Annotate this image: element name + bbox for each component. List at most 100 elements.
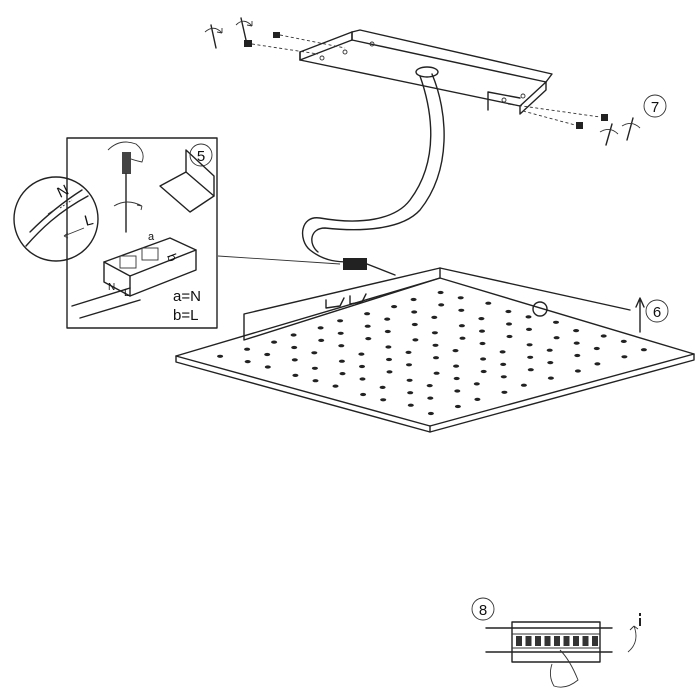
breaker-switch	[573, 636, 579, 646]
panel-hole	[640, 348, 647, 352]
breaker-switch	[516, 636, 522, 646]
panel-hole	[407, 403, 414, 407]
panel-hole	[291, 345, 298, 350]
panel-hole	[526, 327, 532, 331]
panel-hole	[499, 350, 506, 354]
panel-hole	[505, 309, 512, 314]
panel-hole	[479, 329, 485, 333]
breaker-switch	[554, 636, 560, 646]
panel-hole	[547, 376, 554, 380]
panel-hole	[384, 329, 391, 334]
panel-hole	[459, 336, 466, 340]
wiring-detail-box: 5 a b N L a=N b=L	[66, 137, 218, 329]
panel-hole	[478, 317, 485, 321]
panel-hole	[426, 384, 433, 388]
panel-hole	[271, 340, 278, 344]
panel-hole	[386, 370, 393, 374]
step-6-number: 6	[653, 304, 661, 321]
panel-hole	[332, 384, 339, 388]
panel-hole	[244, 360, 251, 364]
panel-hole	[337, 319, 344, 323]
panel-hole	[473, 382, 480, 386]
step-6-marker: 6	[635, 297, 669, 333]
step-7-marker: 7	[643, 94, 667, 118]
panel-hole	[406, 363, 412, 367]
panel-hole	[553, 336, 560, 340]
panel-hole	[380, 398, 387, 402]
panel-hole	[405, 350, 412, 354]
panel-hole	[573, 341, 580, 345]
panel-hole	[391, 305, 398, 309]
step-8-number: 8	[479, 602, 487, 619]
info-icon	[639, 613, 641, 626]
panel-hole	[317, 326, 324, 330]
panel-hole	[359, 377, 366, 381]
panel-hole	[411, 310, 418, 314]
panel-hole	[479, 341, 486, 346]
panel-hole	[500, 362, 507, 366]
panel-hole	[438, 303, 445, 307]
legend-a-equals-n: a=N	[173, 288, 201, 305]
panel-hole	[547, 361, 554, 365]
panel-hole	[385, 345, 392, 349]
panel-hole	[480, 357, 487, 361]
step-5-number: 5	[197, 148, 205, 165]
ceiling-panel	[175, 267, 695, 433]
screws-right	[507, 103, 641, 146]
panel-hole	[574, 369, 581, 373]
panel-hole	[527, 355, 534, 359]
panel-hole	[500, 375, 507, 379]
terminal-label-l: L	[124, 288, 130, 299]
panel-hole	[427, 411, 434, 416]
panel-hole	[574, 353, 581, 358]
panel-hole	[431, 331, 438, 335]
wire-strip-bubble: N L	[13, 176, 99, 262]
panel-hole	[318, 338, 325, 342]
panel-hole	[525, 315, 532, 319]
panel-hole	[264, 365, 271, 369]
legend-b-equals-l: b=L	[173, 307, 198, 324]
panel-hole	[474, 397, 481, 401]
panel-hole	[457, 296, 464, 300]
panel-hole	[379, 385, 386, 389]
panel-hole	[406, 378, 413, 382]
panel-hole	[453, 364, 460, 368]
panel-hole	[520, 383, 527, 387]
wire-label-a: a	[148, 231, 155, 243]
panel-hole	[338, 359, 345, 363]
panel-hole	[546, 348, 553, 352]
panel-hole	[593, 346, 600, 351]
breaker-switch	[582, 636, 589, 646]
breaker-switch	[563, 636, 570, 646]
power-cable	[217, 73, 445, 276]
panel-hole	[526, 343, 533, 347]
breaker-switch	[535, 636, 541, 646]
breaker-switch	[525, 636, 532, 646]
step-8-breaker-detail: 8	[471, 597, 641, 688]
panel-hole	[433, 371, 440, 375]
panel-hole	[410, 297, 417, 302]
breaker-switch	[544, 636, 551, 646]
panel-hole	[338, 344, 345, 348]
panel-holes	[217, 290, 647, 416]
panel-hole	[364, 324, 371, 328]
panel-hole	[407, 391, 414, 395]
panel-hole	[386, 357, 392, 362]
panel-hole	[594, 362, 601, 366]
panel-hole	[437, 290, 444, 295]
panel-hole	[292, 373, 299, 377]
panel-hole	[453, 376, 460, 381]
panel-hole	[244, 347, 251, 351]
panel-hole	[311, 351, 318, 355]
panel-hole	[506, 322, 512, 326]
screws-left	[204, 17, 346, 55]
panel-hole	[337, 331, 344, 335]
panel-hole	[458, 324, 465, 328]
panel-hole	[411, 322, 418, 327]
panel-hole	[412, 338, 419, 342]
breaker-switches	[516, 636, 598, 646]
panel-hole	[458, 308, 465, 312]
panel-hole	[217, 354, 224, 358]
panel-hole	[264, 352, 271, 357]
